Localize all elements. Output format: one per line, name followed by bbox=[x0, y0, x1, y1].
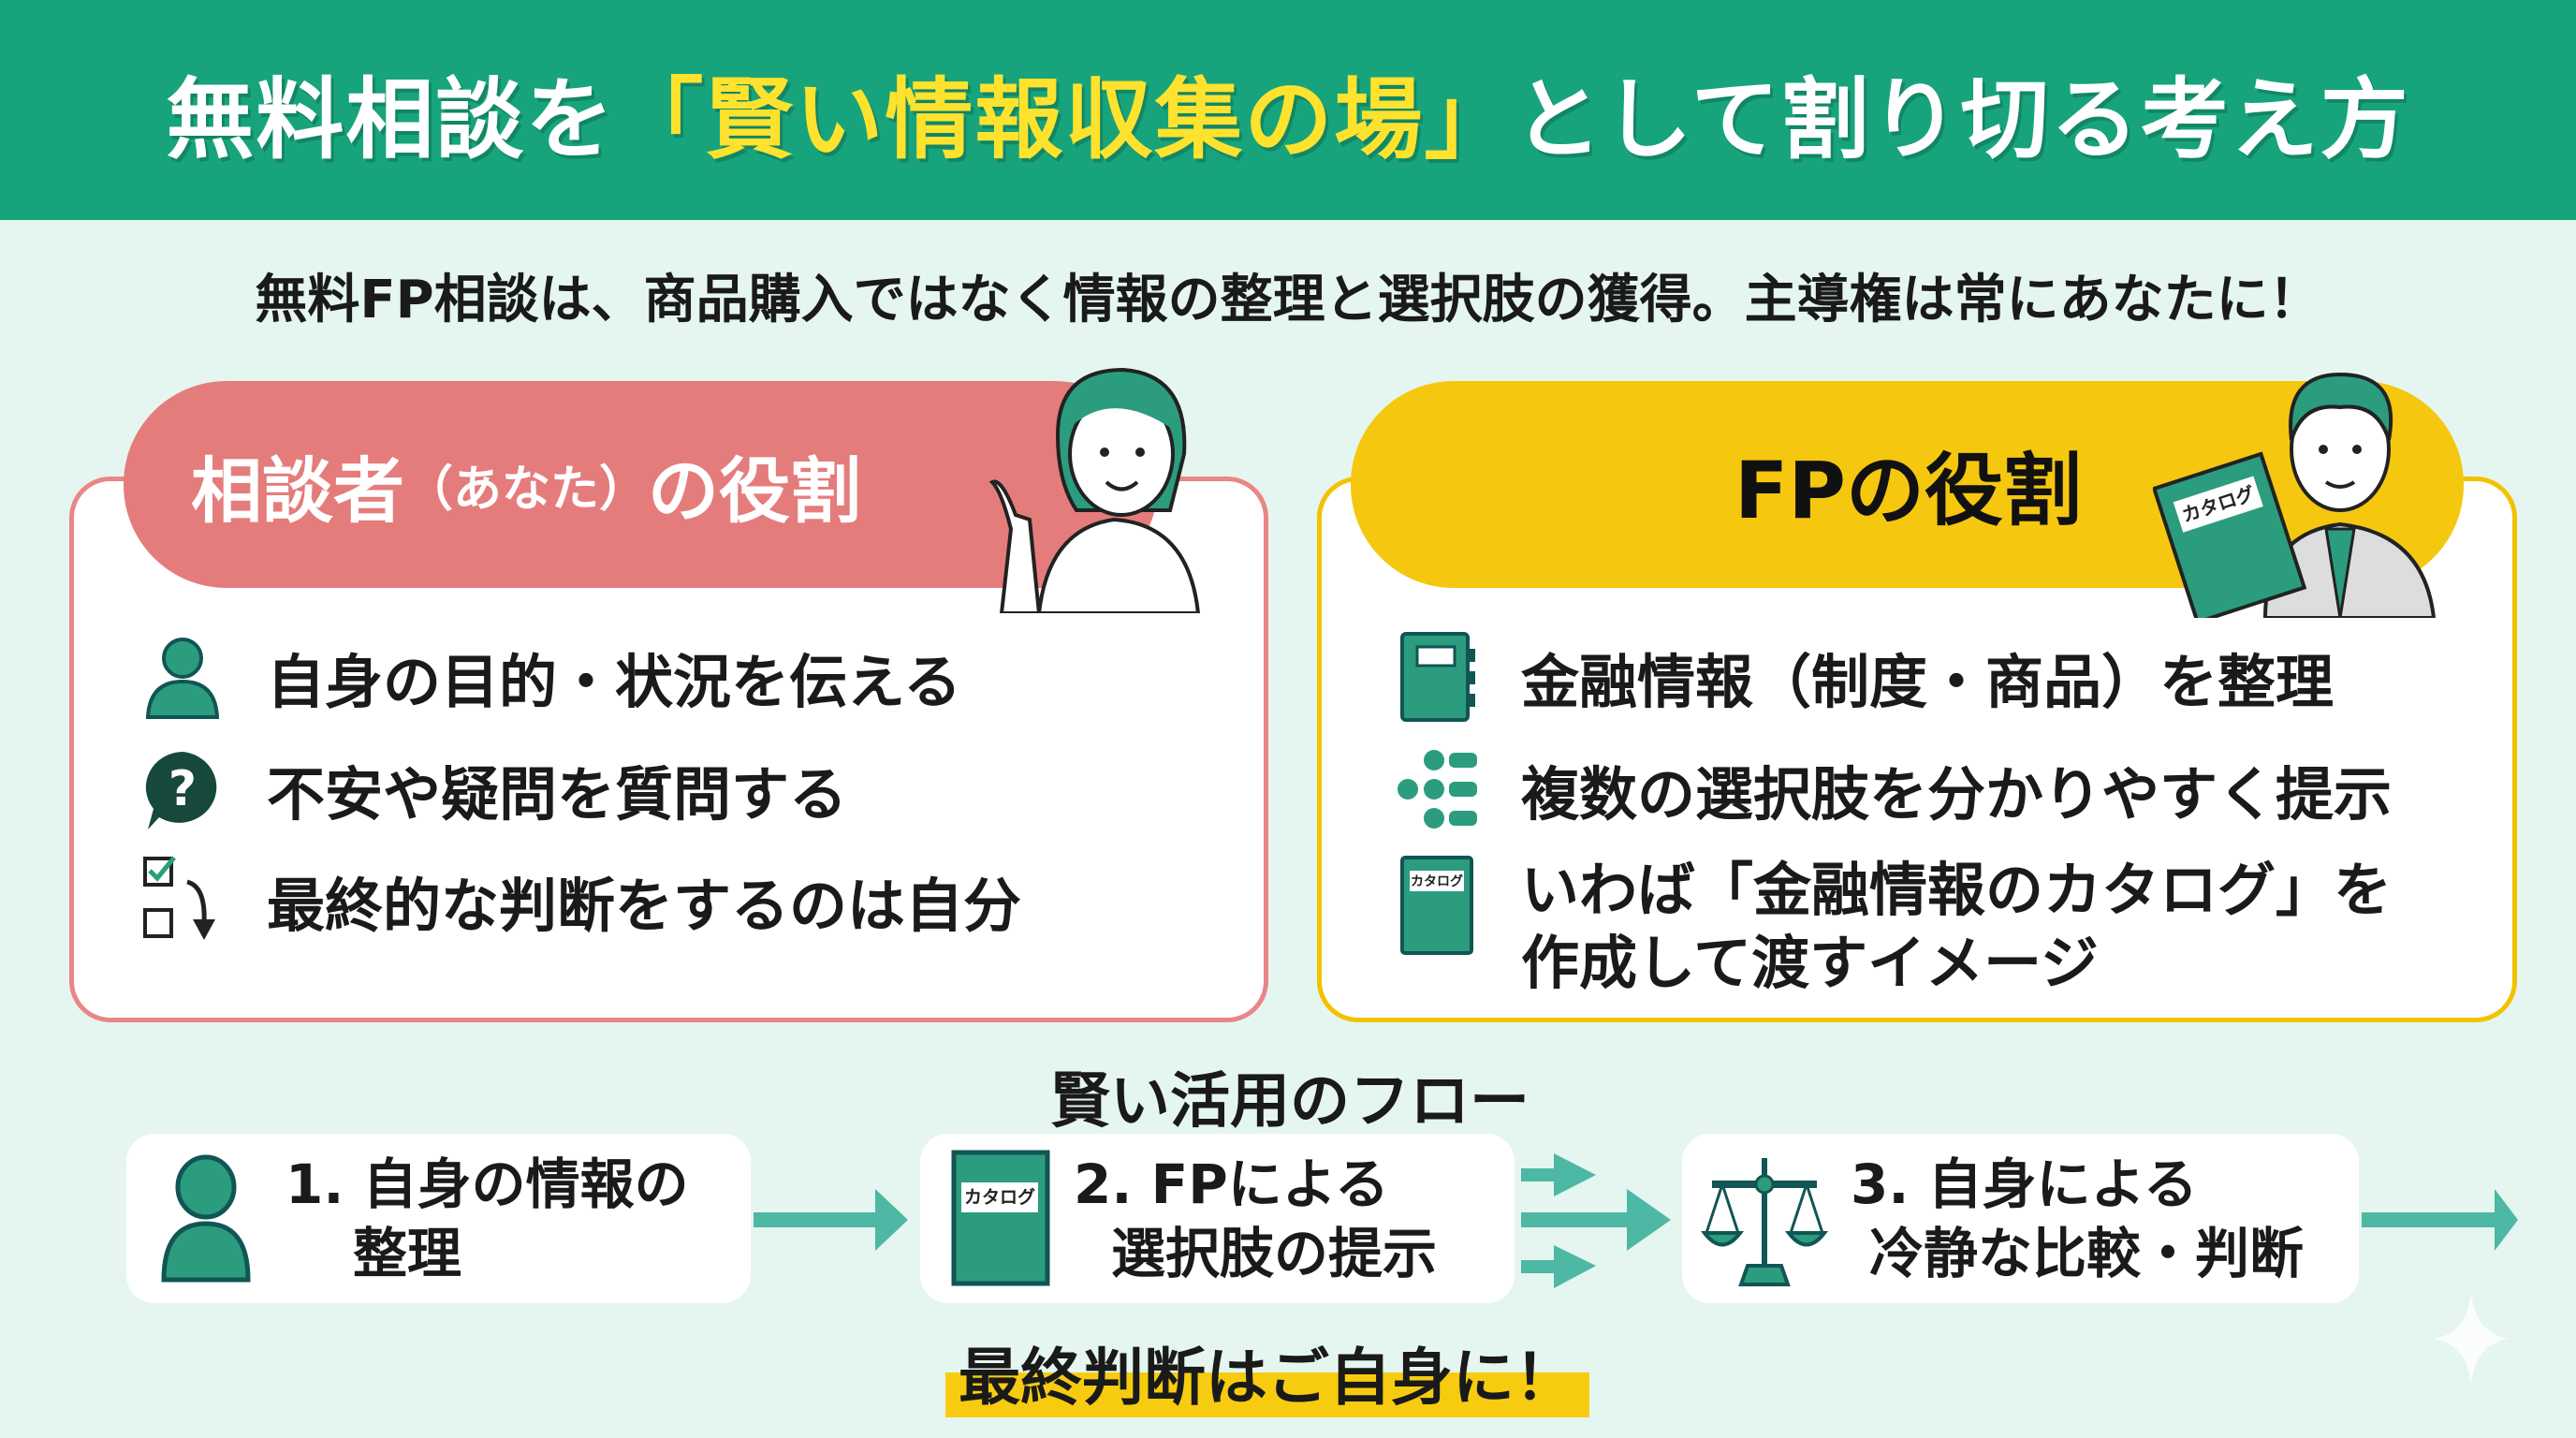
flow-arrows bbox=[754, 1153, 2518, 1288]
arrow-1 bbox=[754, 1189, 908, 1251]
client-item-1: 自身の目的・状況を伝える bbox=[136, 630, 961, 724]
subtitle: 無料FP相談は、商品購入ではなく情報の整理と選択肢の獲得。主導権は常にあなたに！ bbox=[255, 270, 2321, 330]
catalog-icon: カタログ bbox=[1390, 854, 1484, 957]
options-icon bbox=[1390, 742, 1484, 836]
fp-item-1: 金融情報（制度・商品）を整理 bbox=[1390, 630, 2334, 724]
flow-step-2: カタログ 2. FPによる選択肢の提示 bbox=[920, 1134, 1515, 1303]
flow-title: 賢い活用のフロー bbox=[1050, 1067, 1530, 1137]
final-judgement-note: 最終判断はご自身に！ bbox=[945, 1328, 1589, 1417]
page-title: 無料相談を「賢い情報収集の場」として割り切る考え方 bbox=[166, 69, 2410, 171]
header-band bbox=[0, 0, 2576, 220]
title-highlight: 「賢い情報収集の場」 bbox=[615, 69, 1515, 171]
arrow-2a bbox=[1521, 1153, 1596, 1196]
scale-icon bbox=[1700, 1157, 1829, 1286]
sparkle-icon bbox=[2434, 1292, 2509, 1386]
svg-text:カタログ: カタログ bbox=[964, 1186, 1035, 1208]
person-icon bbox=[136, 630, 229, 724]
person-icon bbox=[161, 1154, 251, 1282]
fp-man-with-catalog-illustration: カタログ bbox=[2153, 372, 2437, 618]
client-role-header: 相談者（あなた）の役割 bbox=[124, 381, 1158, 588]
svg-text:カタログ: カタログ bbox=[1411, 873, 1463, 889]
arrow-2b bbox=[1521, 1189, 1671, 1251]
binder-icon bbox=[1390, 630, 1484, 724]
client-item-3: 最終的な判断をするのは自分 bbox=[136, 854, 1021, 947]
flow-step-3: 3. 自身による冷静な比較・判断 bbox=[1682, 1134, 2359, 1303]
client-item-2: ? 不安や疑問を質問する bbox=[136, 742, 847, 836]
arrow-2c bbox=[1521, 1245, 1596, 1288]
checklist-icon bbox=[136, 854, 229, 947]
flow-step-1: 1. 自身の情報の整理 bbox=[126, 1134, 751, 1303]
fp-item-2: 複数の選択肢を分かりやすく提示 bbox=[1390, 742, 2392, 836]
fp-item-3: カタログ いわば「金融情報のカタログ」を作成して渡すイメージ bbox=[1390, 854, 2392, 1000]
woman-pointing-illustration bbox=[988, 367, 1201, 613]
question-icon: ? bbox=[136, 742, 229, 836]
catalog-icon: カタログ bbox=[951, 1150, 1050, 1285]
svg-text:?: ? bbox=[168, 761, 197, 817]
arrow-3 bbox=[2362, 1189, 2518, 1251]
